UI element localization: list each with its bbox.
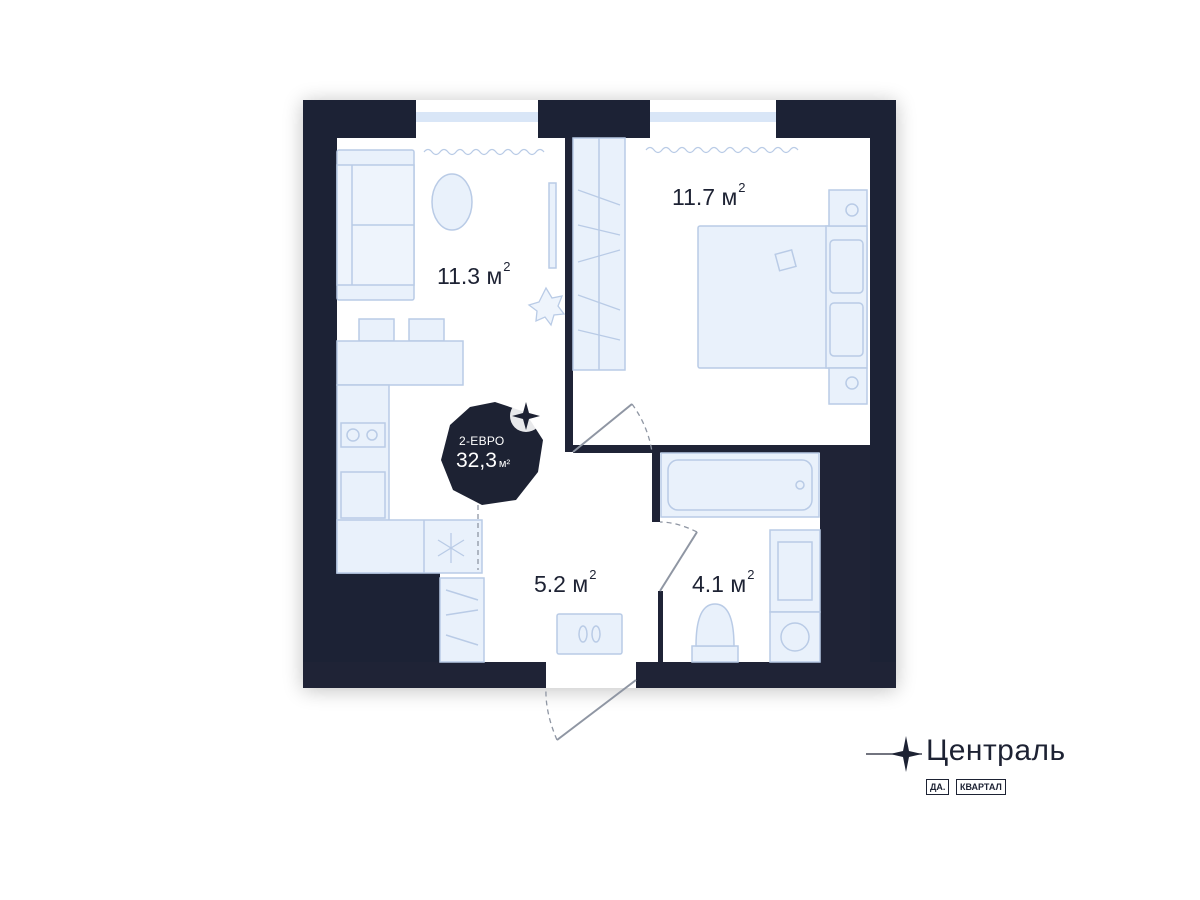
star-icon <box>866 736 922 772</box>
coffee-table <box>431 173 473 231</box>
bathroom-furniture <box>660 452 821 663</box>
partition-walls <box>303 138 896 688</box>
room-area-hallway: 5.2 м2 <box>534 567 597 597</box>
dining-counter <box>336 340 464 386</box>
hallway-furniture <box>439 577 623 663</box>
room-area-bathroom: 4.1 м2 <box>692 567 755 597</box>
area-badge <box>441 400 543 505</box>
room-area-bedroom: 11.7 м2 <box>672 180 746 210</box>
kitchen-furniture <box>336 149 557 574</box>
hall-wardrobe <box>439 577 485 663</box>
doormat <box>556 613 623 655</box>
bathroom-door <box>659 531 698 592</box>
brand-tag-da: ДА. <box>926 779 950 795</box>
curtains <box>423 146 799 156</box>
entrance-gap <box>546 662 636 688</box>
wardrobe-hangers <box>577 189 621 341</box>
tv-panel <box>548 182 557 269</box>
sink <box>340 471 386 519</box>
bedroom-door <box>572 403 633 453</box>
brand-name: Централь <box>926 734 1066 767</box>
doors <box>477 403 698 741</box>
brand-tag-kvartal: КВАРТАЛ <box>956 779 1006 795</box>
toilet <box>691 645 739 663</box>
room-area-kitchen-living: 11.3 м2 <box>437 259 511 289</box>
sparkle-icon <box>512 402 540 430</box>
plant-icon <box>527 286 566 327</box>
apartment-type-label: 2-ЕВРО <box>459 434 505 448</box>
windows <box>416 100 776 138</box>
entrance-door <box>556 679 637 741</box>
bedroom-furniture <box>572 137 868 405</box>
snowflake-icon <box>437 533 465 563</box>
